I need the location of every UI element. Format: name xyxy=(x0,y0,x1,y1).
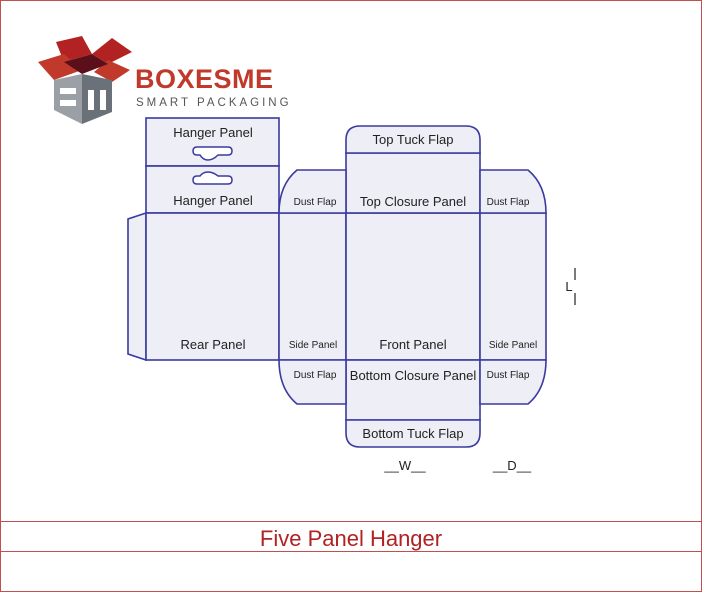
label-bottom-tuck-flap: Bottom Tuck Flap xyxy=(362,426,464,441)
front-panel xyxy=(345,212,481,361)
bottom-tuck-flap xyxy=(345,419,481,448)
label-rear-panel: Rear Panel xyxy=(180,337,246,352)
top-tuck-flap xyxy=(345,125,481,154)
dust-flap-top-left xyxy=(278,169,347,214)
label-top-closure-panel: Top Closure Panel xyxy=(359,194,467,209)
label-side-panel-right: Side Panel xyxy=(488,340,538,351)
label-hanger-panel-bottom: Hanger Panel xyxy=(173,193,253,208)
dust-flap-bottom-left xyxy=(278,359,347,405)
divider-top xyxy=(0,521,702,522)
rear-panel xyxy=(145,212,280,361)
dust-flap-bottom-right xyxy=(479,359,547,405)
page-title: Five Panel Hanger xyxy=(259,526,443,551)
label-hanger-panel-top: Hanger Panel xyxy=(173,125,253,140)
label-dust-flap-top-left: Dust Flap xyxy=(293,197,337,208)
glue-flap xyxy=(127,211,147,362)
label-dust-flap-bottom-left: Dust Flap xyxy=(293,370,337,381)
label-top-tuck-flap: Top Tuck Flap xyxy=(372,132,454,147)
label-dust-flap-bottom-right: Dust Flap xyxy=(486,370,530,381)
dimension-length-label: L xyxy=(565,279,573,294)
label-bottom-closure-panel: Bottom Closure Panel xyxy=(349,368,477,383)
hanger-hole-top xyxy=(192,146,233,161)
boxesme-logo xyxy=(38,36,132,124)
divider-bottom xyxy=(0,551,702,552)
label-side-panel-left: Side Panel xyxy=(288,340,338,351)
hanger-hole-bottom xyxy=(192,171,233,185)
label-front-panel: Front Panel xyxy=(379,337,447,352)
dimension-depth-label: __D__ xyxy=(492,458,532,473)
side-panel-left xyxy=(278,212,347,361)
label-dust-flap-top-right: Dust Flap xyxy=(486,197,530,208)
side-panel-right xyxy=(479,212,547,361)
box-logo-icon xyxy=(38,36,132,124)
dust-flap-top-right xyxy=(479,169,547,214)
dieline-diagram xyxy=(127,117,576,448)
brand-name: BOXESME xyxy=(135,64,274,94)
dimension-width-label: __W__ xyxy=(384,458,426,473)
brand-tagline: SMART PACKAGING xyxy=(136,97,292,109)
